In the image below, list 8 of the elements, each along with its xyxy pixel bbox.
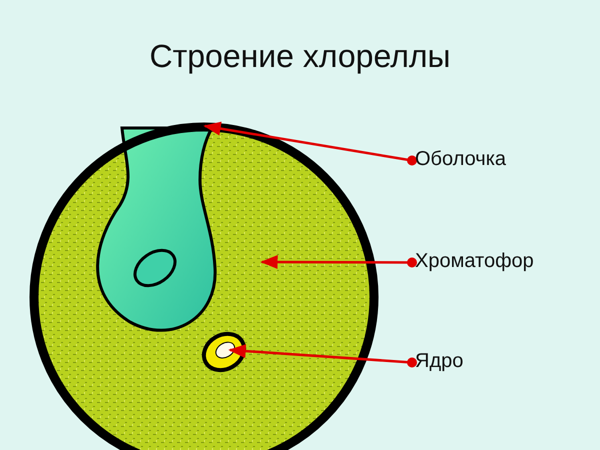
label-text: Ядро [415, 350, 464, 373]
leader-line [228, 344, 417, 368]
diagram-title: Строение хлореллы [148, 38, 452, 75]
leader-line [260, 255, 417, 270]
leader-line [203, 122, 417, 166]
nucleus [202, 332, 246, 372]
label-text: Оболочка [415, 148, 506, 171]
label-text: Хроматофор [415, 250, 534, 273]
